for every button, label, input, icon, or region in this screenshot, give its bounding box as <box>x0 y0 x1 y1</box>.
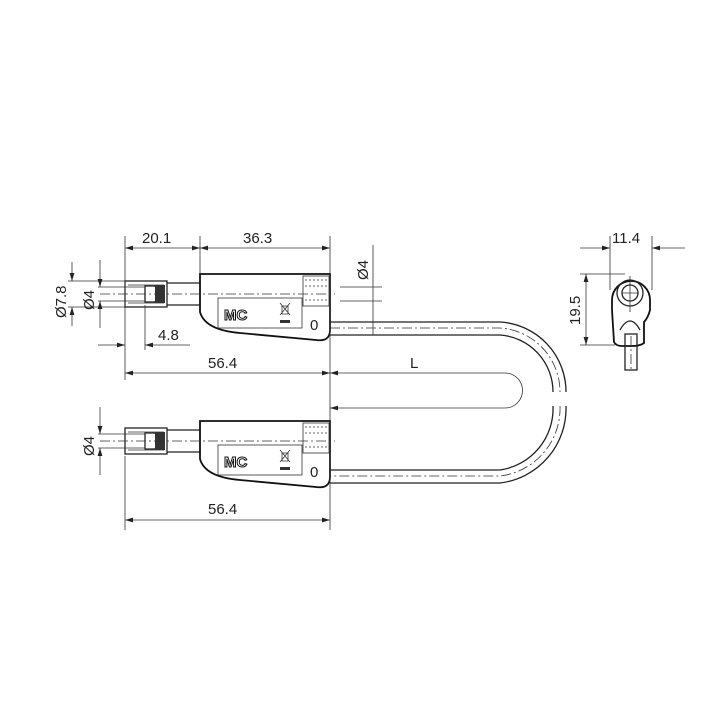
dim-cable-diameter: Ø4 <box>355 260 372 280</box>
dim-body-length: 36.3 <box>243 230 272 247</box>
dimension-lines <box>68 236 523 530</box>
weee-bin-icon <box>279 302 291 323</box>
bottom-connector: MC 0 <box>100 420 335 489</box>
body-marking: 0 <box>310 464 318 481</box>
brand-logo: MC <box>224 307 247 324</box>
side-view <box>580 236 685 371</box>
body-marking: 0 <box>310 317 318 334</box>
dim-cable-length: L <box>410 355 418 372</box>
dim-pin-diameter-bottom: Ø4 <box>81 436 98 456</box>
top-connector: MC 0 <box>100 273 335 342</box>
dim-total-length-bottom: 56.4 <box>208 501 237 518</box>
dimension-labels: 20.1 36.3 Ø4 Ø7.8 Ø4 4.8 56.4 L Ø4 56.4 … <box>53 230 640 518</box>
dim-total-length-top: 56.4 <box>208 355 237 372</box>
dim-pin-diameter-top: Ø4 <box>81 290 98 310</box>
weee-bin-icon <box>279 449 291 470</box>
dim-side-height: 19.5 <box>567 296 584 325</box>
dim-outer-diameter: Ø7.8 <box>53 285 70 318</box>
cable <box>330 321 567 484</box>
dim-tip-length: 20.1 <box>142 230 171 247</box>
brand-logo: MC <box>224 454 247 471</box>
dim-side-width: 11.4 <box>612 230 640 247</box>
dim-pin-offset: 4.8 <box>158 327 179 344</box>
